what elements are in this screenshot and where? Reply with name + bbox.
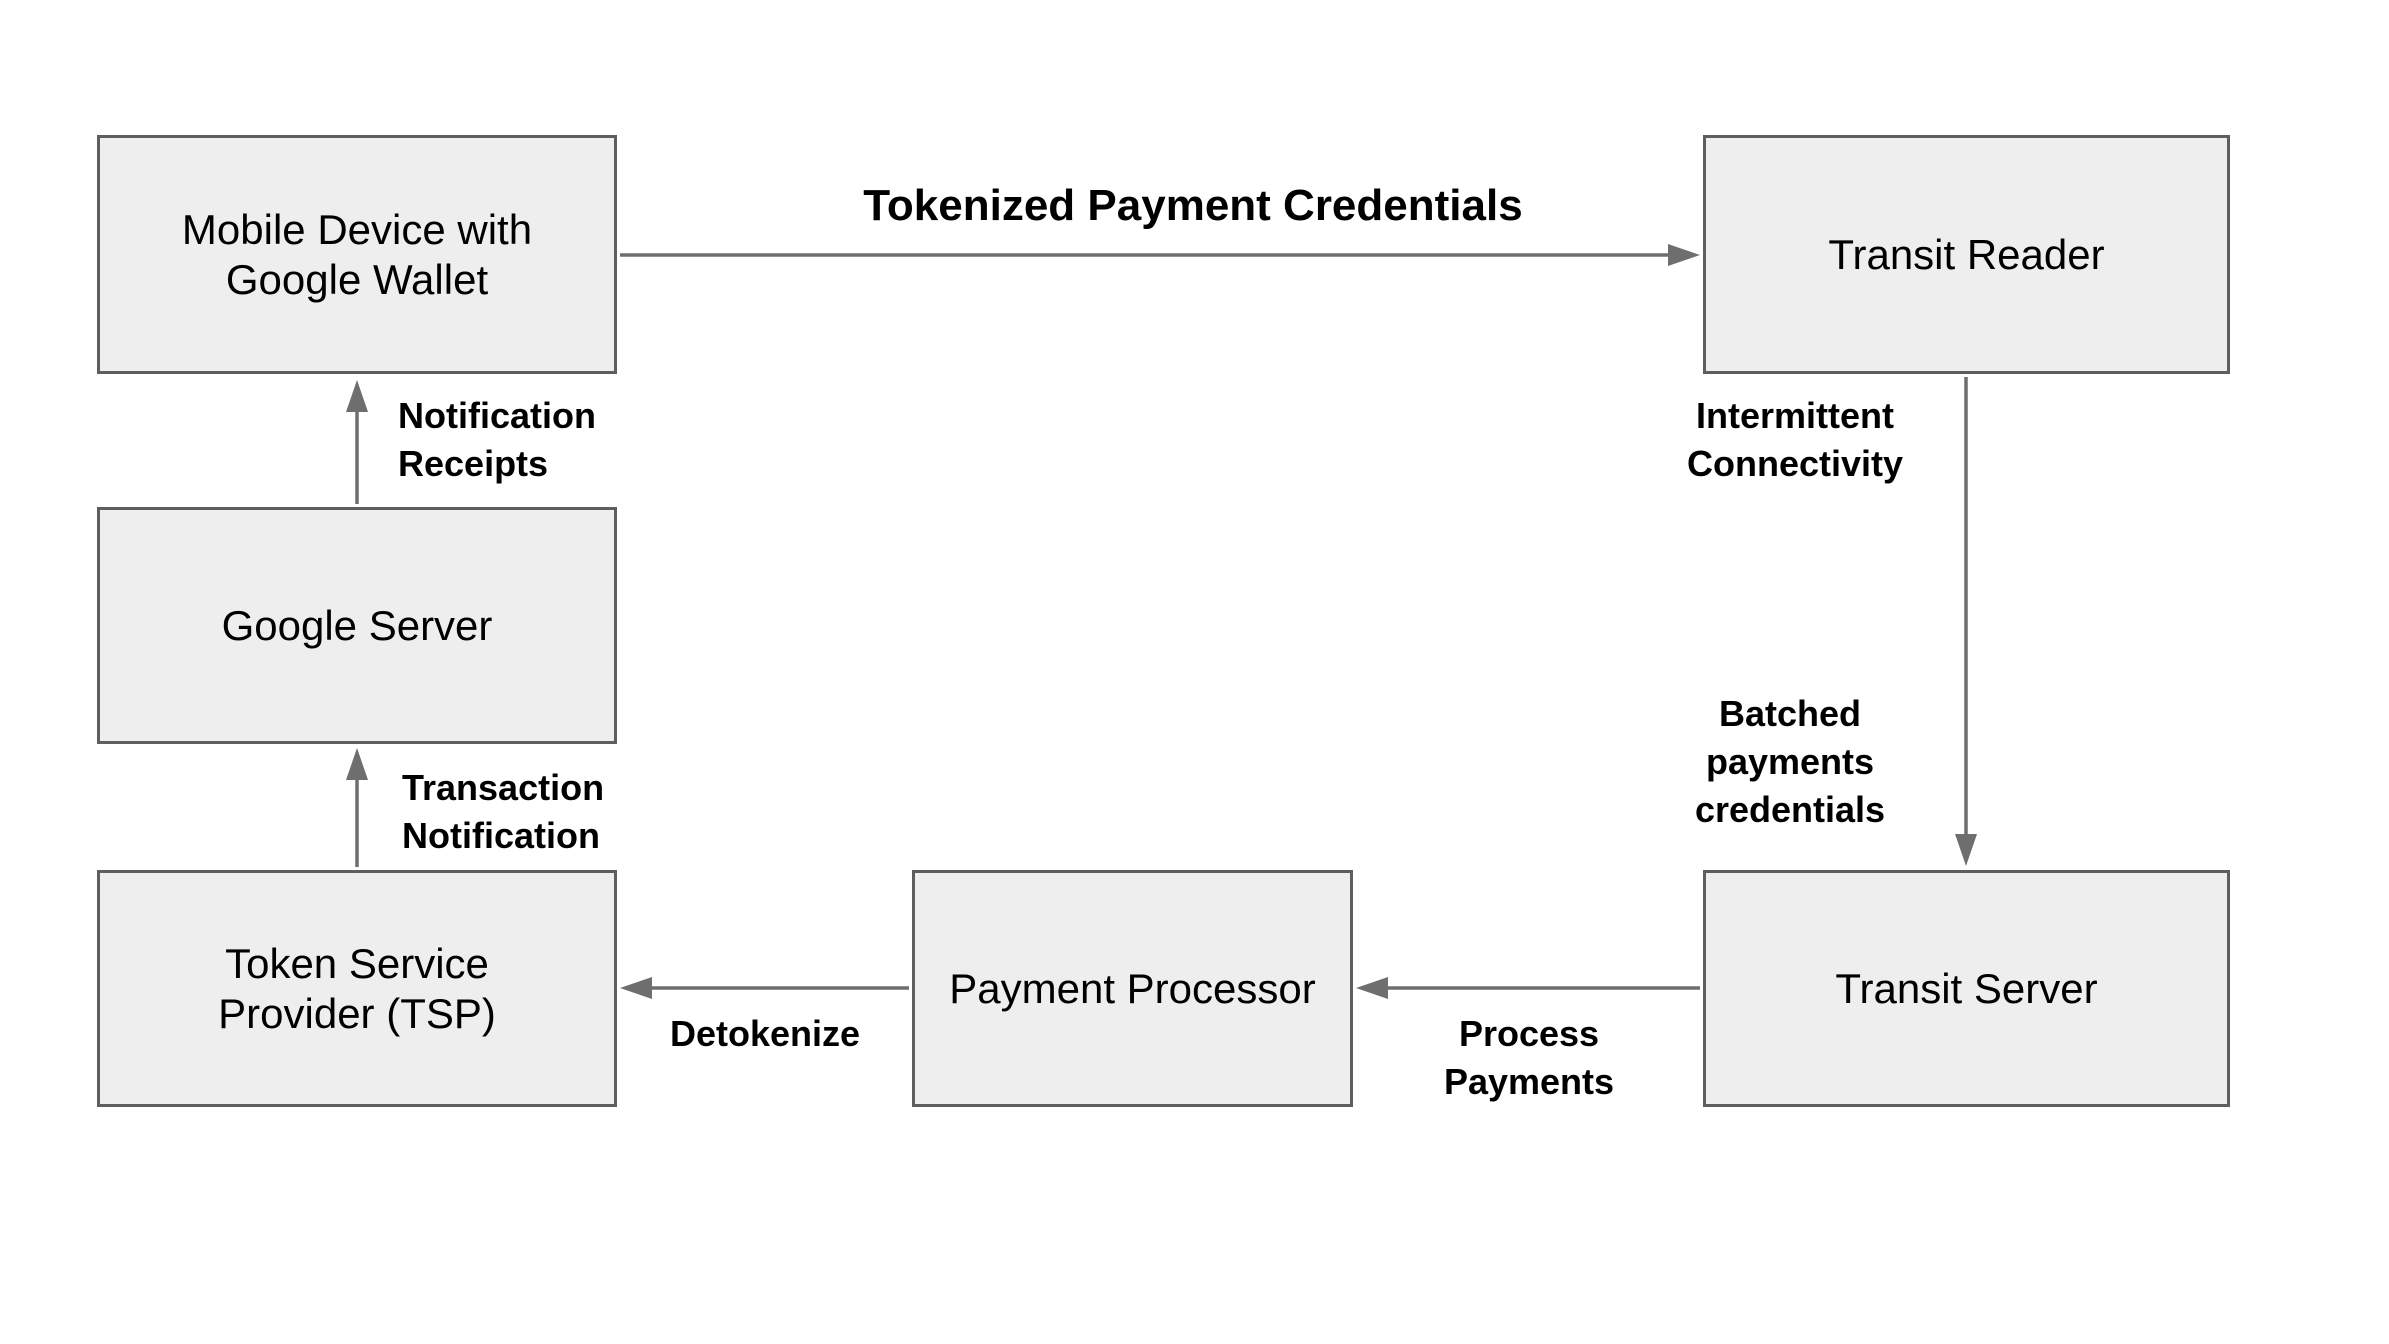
node-google-server: Google Server [97,507,617,744]
edge-label-batched-payments-credentials: Batched payments credentials [1694,693,1886,830]
arrow-notification-receipts [346,380,368,504]
edge-label-detokenize: Detokenize [669,1013,861,1054]
arrow-detokenize [620,977,909,999]
arrow-tokenized-credentials [620,244,1700,266]
node-label: Token Service Provider (TSP) [218,939,496,1037]
edge-label-transaction-notification: Transaction Notification [402,767,605,856]
node-label: Transit Server [1835,964,2098,1012]
node-label: Payment Processor [949,964,1316,1012]
arrow-process-payments [1356,977,1700,999]
node-label: Mobile Device with Google Wallet [181,205,533,303]
edge-label-tokenized-payment-credentials: Tokenized Payment Credentials [863,181,1523,230]
arrow-transaction-notification [346,748,368,867]
node-label: Transit Reader [1828,230,2105,278]
node-transit-server: Transit Server [1703,870,2230,1107]
node-payment-processor: Payment Processor [912,870,1353,1107]
edge-label-process-payments: Process Payments [1443,1013,1615,1102]
node-mobile-device-google-wallet: Mobile Device with Google Wallet [97,135,617,374]
node-token-service-provider: Token Service Provider (TSP) [97,870,617,1107]
node-transit-reader: Transit Reader [1703,135,2230,374]
edge-label-notification-receipts: Notification Receipts [398,395,596,484]
node-label: Google Server [221,601,493,649]
edge-label-intermittent-connectivity: Intermittent Connectivity [1686,395,1904,484]
